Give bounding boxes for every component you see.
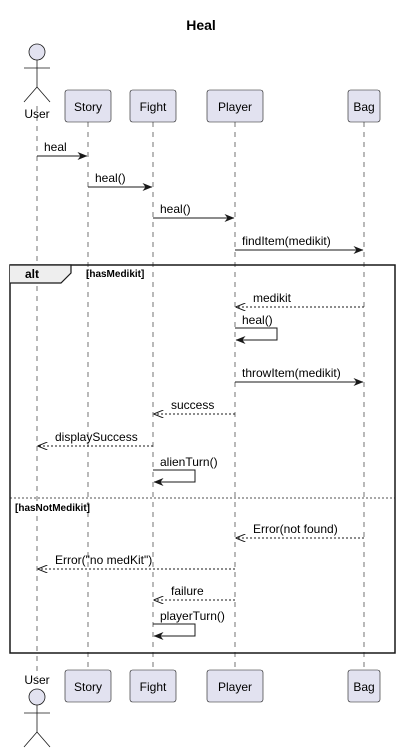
actor-user-bottom: User — [23, 673, 51, 748]
message-label: failure — [171, 584, 204, 598]
participant-fight-bottom: Fight — [129, 669, 177, 703]
message: heal() — [235, 313, 278, 344]
message-label: throwItem(medikit) — [242, 366, 341, 380]
message-label: medikit — [253, 291, 292, 305]
participant-story-bottom: Story — [64, 669, 112, 703]
actor-label: User — [24, 673, 49, 687]
message: Error(not found) — [236, 522, 364, 538]
message: medikit — [236, 291, 364, 307]
message-label: heal() — [160, 202, 191, 216]
participant-label: Story — [74, 100, 102, 114]
stick-figure-actor-icon — [23, 688, 51, 748]
lifelines — [36, 106, 365, 677]
alt-fragment: alt [hasMedikit] [hasNotMedikit] — [9, 264, 396, 654]
message: displaySuccess — [38, 430, 153, 446]
participant-story-top: Story — [64, 89, 112, 123]
message-label: success — [171, 398, 214, 412]
message-arrow — [153, 469, 196, 486]
fragment-frame — [9, 264, 396, 654]
fragment-guard: [hasMedikit] — [86, 269, 144, 280]
participant-heads: UserUserStoryStoryFightFightPlayerPlayer… — [23, 43, 381, 748]
message-label: Error("no medKit") — [55, 553, 152, 567]
message: success — [154, 398, 235, 414]
stick-figure-actor-icon — [23, 43, 51, 103]
fragment-tab — [10, 264, 72, 284]
participant-label: Player — [218, 100, 252, 114]
participant-fight-top: Fight — [129, 89, 177, 123]
participant-label: Fight — [140, 680, 167, 694]
participant-label: Bag — [353, 680, 374, 694]
message-label: Error(not found) — [253, 522, 338, 536]
fragment-guard: [hasNotMedikit] — [15, 503, 90, 514]
actor-label: User — [24, 107, 49, 121]
message-label: heal() — [95, 171, 126, 185]
actor-user-top: User — [23, 43, 51, 121]
fragment-operator: alt — [25, 267, 39, 281]
message-label: playerTurn() — [160, 609, 225, 623]
message-arrow — [153, 623, 196, 640]
message: failure — [154, 584, 235, 600]
message: alienTurn() — [153, 455, 218, 486]
message-label: displaySuccess — [55, 430, 138, 444]
message: findItem(medikit) — [235, 234, 364, 254]
participant-label: Fight — [140, 100, 167, 114]
participant-label: Story — [74, 680, 102, 694]
participant-label: Bag — [353, 100, 374, 114]
message-arrow — [235, 327, 278, 344]
message: Error("no medKit") — [38, 553, 235, 569]
message: playerTurn() — [153, 609, 225, 640]
message: throwItem(medikit) — [235, 366, 364, 386]
participant-label: Player — [218, 680, 252, 694]
participant-bag-bottom: Bag — [347, 669, 381, 703]
message-label: heal — [44, 140, 67, 154]
message: heal() — [153, 202, 235, 222]
message-label: findItem(medikit) — [242, 234, 331, 248]
participant-player-top: Player — [206, 89, 264, 123]
messages: heal heal() heal() findItem(medikit) medikit… — [37, 140, 364, 640]
message-label: heal() — [242, 313, 273, 327]
message: heal — [37, 140, 88, 160]
participant-bag-top: Bag — [347, 89, 381, 123]
participant-player-bottom: Player — [206, 669, 264, 703]
message-label: alienTurn() — [160, 455, 218, 469]
diagram-title: Heal — [186, 17, 216, 33]
message: heal() — [88, 171, 153, 191]
